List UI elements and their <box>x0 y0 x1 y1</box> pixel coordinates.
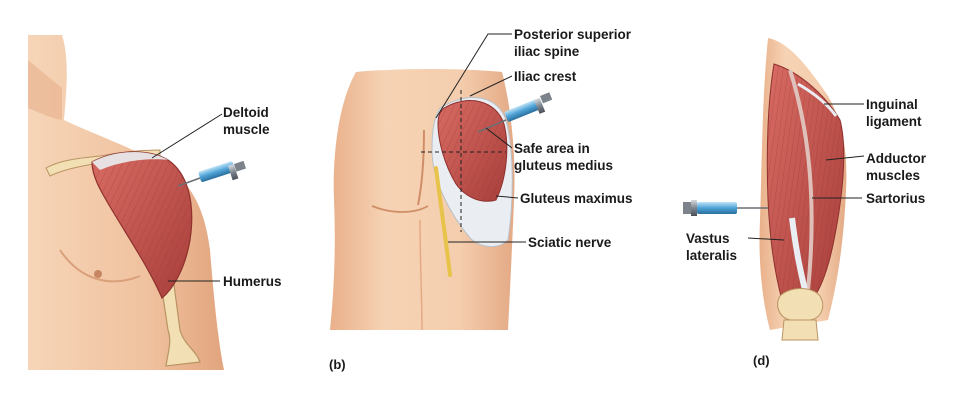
safe-area-label-line1: Safe area in <box>514 141 590 156</box>
gluteus-maximus-leader <box>495 195 519 199</box>
adductor-label-line2: muscles <box>866 168 921 183</box>
knee-bones <box>777 288 824 321</box>
safe-area-label: Safe area in gluteus medius <box>514 140 613 174</box>
adductor-label-line1: Adductor <box>866 151 926 166</box>
panel-b-gluteal <box>330 33 553 331</box>
nipple <box>94 270 102 278</box>
iliac-crest-label: Iliac crest <box>514 69 577 84</box>
deltoid-label: Deltoid muscle <box>223 104 270 138</box>
inguinal-label: Inguinal ligament <box>866 96 922 130</box>
sartorius-label: Sartorius <box>866 191 926 206</box>
vastus-label-line2: lateralis <box>686 248 738 263</box>
deltoid-leader <box>151 113 223 159</box>
inguinal-label-line2: ligament <box>866 114 922 129</box>
psis-label: Posterior superior iliac spine <box>514 26 631 60</box>
deltoid-label-line1: Deltoid <box>223 105 269 120</box>
sciatic-nerve <box>434 166 452 277</box>
psis-leader <box>435 33 512 119</box>
sciatic-nerve-label: Sciatic nerve <box>528 235 612 250</box>
inguinal-label-line1: Inguinal <box>866 97 918 112</box>
safe-area-leader <box>485 127 513 149</box>
gluteus-maximus-label: Gluteus maximus <box>520 191 633 206</box>
syringe-thigh <box>683 200 768 216</box>
panel-d-letter: (d) <box>753 353 770 368</box>
syringe-gluteal <box>477 92 553 133</box>
iliac-crest-leader <box>469 75 513 97</box>
vastus-leader <box>747 237 785 241</box>
humerus-label: Humerus <box>223 274 282 289</box>
adductor-label: Adductor muscles <box>866 150 926 184</box>
vastus-label-line1: Vastus <box>686 231 730 246</box>
panel-d-thigh <box>683 38 865 341</box>
safe-area-label-line2: gluteus medius <box>514 158 614 173</box>
deltoid-label-line2: muscle <box>223 122 270 137</box>
vastus-label: Vastus lateralis <box>686 230 737 264</box>
panel-a-shoulder <box>28 35 246 370</box>
psis-label-line2: iliac spine <box>514 44 580 59</box>
adductor-leader <box>825 155 865 161</box>
sartorius-muscle <box>788 69 814 291</box>
syringe-deltoid <box>177 160 246 187</box>
psis-label-line1: Posterior superior <box>514 27 632 42</box>
panel-b-letter: (b) <box>329 357 346 372</box>
